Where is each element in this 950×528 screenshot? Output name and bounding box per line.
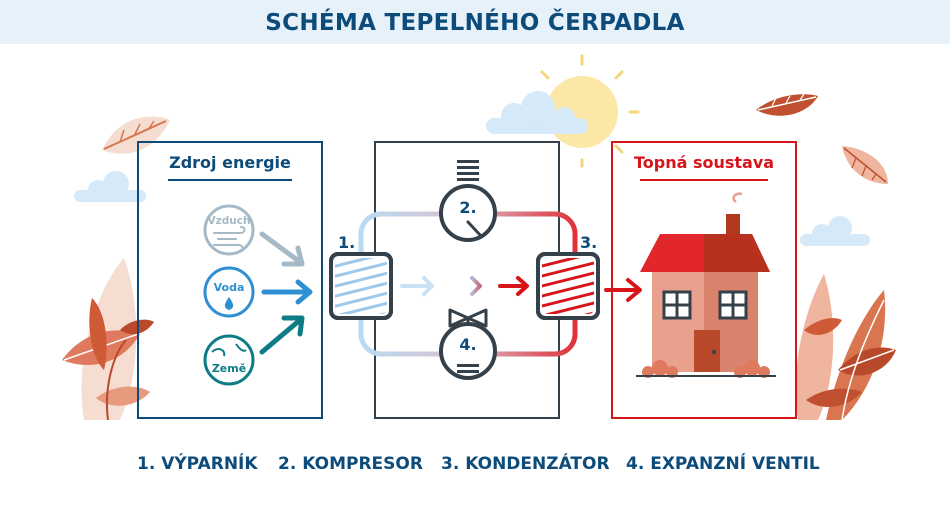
leaf-icon bbox=[102, 116, 170, 154]
air-source: Vzduch bbox=[203, 204, 255, 256]
condenser-icon bbox=[536, 252, 600, 320]
flow-arrow bbox=[400, 276, 434, 296]
energy-source-title: Zdroj energie bbox=[169, 153, 291, 172]
drop-icon bbox=[224, 297, 234, 310]
legend-evaporator: 1. VÝPARNÍK bbox=[137, 454, 258, 474]
leaf-icon bbox=[756, 93, 818, 116]
heating-system-box bbox=[611, 141, 797, 419]
cloud-icon bbox=[486, 91, 588, 134]
water-source: Voda bbox=[203, 266, 255, 318]
earth-source: Země bbox=[203, 334, 255, 386]
window-icon bbox=[718, 290, 748, 320]
window-icon bbox=[662, 290, 692, 320]
cloud-icon bbox=[800, 216, 870, 246]
step-3-marker: 3. bbox=[580, 233, 597, 252]
page-title: SCHÉMA TEPELNÉHO ČERPADLA bbox=[265, 10, 685, 36]
wind-icon bbox=[213, 226, 246, 252]
energy-source-box bbox=[137, 141, 323, 419]
legend-compressor: 2. KOMPRESOR bbox=[278, 454, 423, 474]
cloud-icon bbox=[74, 171, 146, 202]
legend-expansion-valve: 4. EXPANZNÍ VENTIL bbox=[626, 454, 820, 474]
plant-left bbox=[62, 258, 154, 421]
leaf-icon bbox=[842, 146, 888, 184]
compressor-icon bbox=[439, 160, 497, 242]
door-icon bbox=[694, 330, 720, 372]
step-2-marker: 2. bbox=[459, 198, 476, 217]
expansion-valve-icon bbox=[439, 308, 497, 380]
air-arrow bbox=[259, 231, 305, 267]
flow-arrow bbox=[448, 276, 482, 296]
title-banner bbox=[0, 0, 950, 44]
earth-label: Země bbox=[212, 362, 246, 375]
evaporator-icon bbox=[329, 252, 393, 320]
step-1-marker: 1. bbox=[338, 233, 355, 252]
step-4-marker: 4. bbox=[459, 335, 476, 354]
legend-condenser: 3. KONDENZÁTOR bbox=[441, 454, 610, 474]
plant-right bbox=[795, 274, 896, 421]
water-arrow bbox=[261, 279, 313, 305]
globe-icon bbox=[211, 343, 247, 357]
flow-arrow bbox=[498, 276, 529, 296]
air-label: Vzduch bbox=[208, 215, 251, 227]
heating-system-title: Topná soustava bbox=[634, 153, 774, 172]
water-label: Voda bbox=[214, 281, 245, 294]
house-icon bbox=[636, 192, 776, 378]
earth-arrow bbox=[259, 315, 305, 355]
